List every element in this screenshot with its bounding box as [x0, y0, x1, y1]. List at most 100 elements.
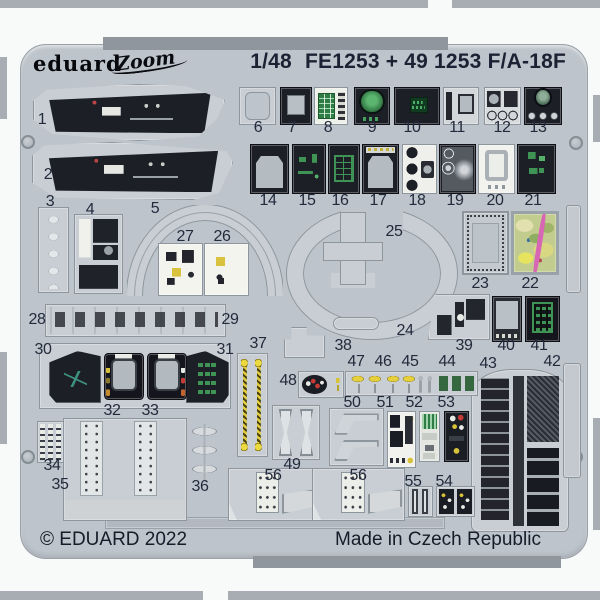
part-number-label: 21: [524, 192, 542, 209]
part-number-label: 51: [376, 394, 394, 411]
part-number-label: 35: [51, 476, 69, 493]
part-number-label: 14: [259, 192, 277, 209]
fret-railbar: [103, 37, 448, 50]
part-27: [158, 243, 203, 296]
part-4: [74, 214, 123, 294]
part-number-label: 43: [479, 355, 497, 372]
part-number-label: 56: [349, 467, 367, 484]
part-39: [428, 294, 490, 340]
fret-railbar: [253, 556, 561, 568]
part-number-label: 26: [213, 228, 231, 245]
part-number-label: 38: [334, 337, 352, 354]
part-23: [462, 211, 509, 275]
fret-gray: [0, 0, 428, 8]
part-33: [147, 353, 187, 400]
fret-edge: [566, 205, 581, 293]
part-8: [314, 87, 348, 125]
part-34: [37, 421, 64, 463]
part-36: [184, 424, 225, 481]
part-20: [478, 144, 515, 194]
part-13: [524, 87, 562, 125]
part-number-label: 45: [401, 353, 419, 370]
part-17: [362, 144, 399, 194]
part-number-label: 9: [367, 119, 377, 136]
part-number-label: 47: [347, 353, 365, 370]
part-number-label: 17: [369, 192, 387, 209]
part-19: [439, 144, 476, 194]
part-number-label: 25: [385, 223, 403, 240]
mounting-hole: [569, 136, 583, 150]
part-48: [298, 371, 344, 398]
part-number-label: 52: [405, 394, 423, 411]
part-18: [402, 144, 437, 194]
part-53: [444, 411, 469, 462]
part-12: [484, 87, 521, 125]
part-55: [408, 486, 433, 517]
part-51: [387, 411, 416, 468]
part-21: [517, 144, 556, 194]
part-7: [280, 87, 312, 125]
part-15: [292, 144, 326, 194]
part-5: [127, 205, 283, 296]
part-number-label: 12: [493, 119, 511, 136]
part-number-label: 18: [408, 192, 426, 209]
part-40: [492, 296, 522, 342]
part-number-label: 8: [323, 119, 333, 136]
part-number-label: 34: [43, 457, 61, 474]
part-11: [443, 87, 479, 125]
part-number-label: 49: [283, 456, 301, 473]
part-number-label: 16: [331, 192, 349, 209]
part-50: [329, 408, 384, 466]
fret-gray: [593, 95, 600, 142]
part-10: [394, 87, 440, 125]
part-number-label: 37: [249, 335, 267, 352]
fret-edge: [563, 363, 581, 478]
part-number-label: 24: [396, 322, 414, 339]
part-number-label: 33: [141, 402, 159, 419]
part-28: [45, 304, 226, 337]
part-number-label: 10: [403, 119, 421, 136]
part-25: [323, 212, 383, 288]
fret-gray: [0, 591, 203, 600]
part-number-label: 19: [446, 192, 464, 209]
part-number-label: 3: [45, 193, 55, 210]
part-44-47: [345, 371, 478, 396]
fret-gray: [0, 352, 7, 444]
part-number-label: 40: [497, 337, 515, 354]
fret-gray: [593, 418, 600, 530]
part-30: [49, 351, 101, 403]
part-number-label: 41: [530, 337, 548, 354]
part-56: [312, 468, 405, 521]
part-14: [250, 144, 289, 194]
part-number-label: 1: [37, 111, 47, 128]
part-number-label: 4: [85, 201, 95, 218]
part-42-43: [471, 369, 569, 532]
fret-gray: [228, 591, 600, 600]
catalog-number: FE1253 + 49 1253 F/A-18F: [304, 50, 566, 73]
part-number-label: 2: [43, 166, 53, 183]
part-26: [204, 243, 249, 296]
part-number-label: 11: [449, 119, 465, 136]
copyright-text: © EDUARD 2022: [40, 529, 188, 550]
fret-oval-small: [333, 317, 379, 330]
part-number-label: 7: [287, 119, 297, 136]
part-1: [33, 84, 225, 141]
part-41: [525, 296, 560, 342]
fret-gray: [452, 0, 600, 8]
sheet-title: 1/48 FE1253 + 49 1253 F/A-18F: [250, 50, 566, 74]
part-49: [272, 405, 320, 460]
part-number-label: 20: [486, 192, 504, 209]
part-number-label: 13: [529, 119, 547, 136]
part-3: [38, 207, 69, 293]
part-number-label: 42: [543, 353, 561, 370]
part-number-label: 29: [221, 311, 239, 328]
part-52: [419, 411, 440, 462]
part-number-label: 30: [34, 341, 52, 358]
part-32: [104, 353, 144, 400]
part-number-label: 27: [176, 228, 194, 245]
part-number-label: 28: [28, 311, 46, 328]
part-number-label: 53: [437, 394, 455, 411]
part-number-label: 55: [404, 473, 422, 490]
part-number-label: 50: [343, 394, 361, 411]
